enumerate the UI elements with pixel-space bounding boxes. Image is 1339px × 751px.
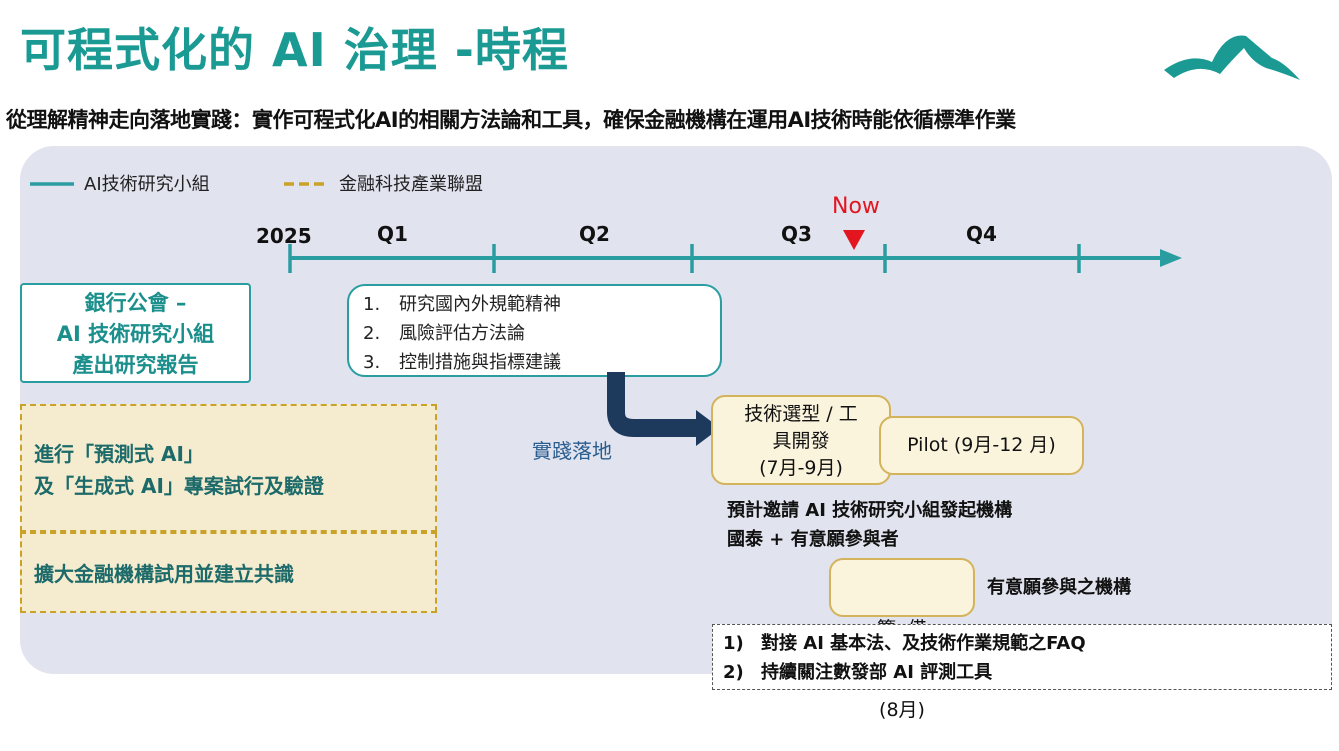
faq-item-2: 2)持續關注數發部 AI 評測工具 (723, 662, 993, 683)
prep-box-line2: (8月) (879, 699, 925, 721)
tech-box-line1: 技術選型 / 工 (744, 403, 858, 425)
expand-trial-box: 擴大金融機構試用並建立共識 (20, 532, 437, 613)
page-title: 可程式化的 AI 治理 -時程 (20, 23, 569, 77)
bank-box-line1: 銀行公會 – (84, 291, 187, 315)
now-marker-icon (843, 230, 865, 250)
timeline-year: 2025 (256, 224, 312, 248)
bank-box-line3: 產出研究報告 (72, 353, 199, 377)
quarter-q4: Q4 (966, 222, 997, 246)
tech-box-line3: (7月-9月) (759, 457, 843, 479)
bank-association-box: 銀行公會 – AI 技術研究小組 產出研究報告 (20, 283, 251, 383)
legend-dashed-line (284, 182, 328, 186)
quarter-q1: Q1 (377, 222, 408, 246)
research-item-2: 2.風險評估方法論 (363, 323, 525, 344)
research-item-3: 3.控制措施與指標建議 (363, 352, 561, 373)
preparation-box: 籌 備 (8月) (829, 558, 975, 721)
research-item-1: 1.研究國內外規範精神 (363, 294, 561, 315)
pilot-project-line1: 進行「預測式 AI」 (34, 442, 204, 466)
pilot-project-box: 進行「預測式 AI」 及「生成式 AI」專案試行及驗證 (20, 404, 437, 532)
pilot-box: Pilot (9月-12 月) (879, 416, 1084, 475)
mountain-logo-icon (1164, 35, 1300, 80)
now-label: Now (832, 194, 880, 219)
legend-solid-label: AI技術研究小組 (84, 174, 210, 195)
expand-trial-text: 擴大金融機構試用並建立共識 (34, 562, 294, 586)
tech-box-line2: 具開發 (772, 430, 830, 452)
faq-box: 1)對接 AI 基本法、及技術作業規範之FAQ 2)持續關注數發部 AI 評測工… (712, 624, 1332, 690)
timeline-axis (288, 244, 1182, 273)
invite-line2: 國泰 + 有意願參與者 (727, 529, 899, 550)
invite-text: 預計邀請 AI 技術研究小組發起機構 國泰 + 有意願參與者 (727, 496, 1012, 554)
practice-arrow-icon (607, 372, 720, 446)
page-subtitle: 從理解精神走向落地實踐：實作可程式化AI的相關方法論和工具，確保金融機構在運用A… (6, 108, 1016, 132)
willing-institutions-text: 有意願參與之機構 (987, 577, 1131, 598)
pilot-project-line2: 及「生成式 AI」專案試行及驗證 (34, 474, 324, 498)
pilot-box-text: Pilot (9月-12 月) (907, 434, 1056, 456)
quarter-q2: Q2 (579, 222, 610, 246)
legend-solid-line (30, 182, 74, 186)
research-list-box: 1.研究國內外規範精神 2.風險評估方法論 3.控制措施與指標建議 (347, 284, 722, 377)
practice-label: 實踐落地 (532, 439, 612, 463)
quarter-q3: Q3 (781, 222, 812, 246)
invite-line1: 預計邀請 AI 技術研究小組發起機構 (727, 500, 1013, 521)
tech-selection-box: 技術選型 / 工 具開發 (7月-9月) (711, 395, 891, 485)
bank-box-line2: AI 技術研究小組 (56, 322, 215, 346)
legend-dashed-label: 金融科技產業聯盟 (339, 174, 483, 195)
faq-item-1: 1)對接 AI 基本法、及技術作業規範之FAQ (723, 633, 1086, 654)
